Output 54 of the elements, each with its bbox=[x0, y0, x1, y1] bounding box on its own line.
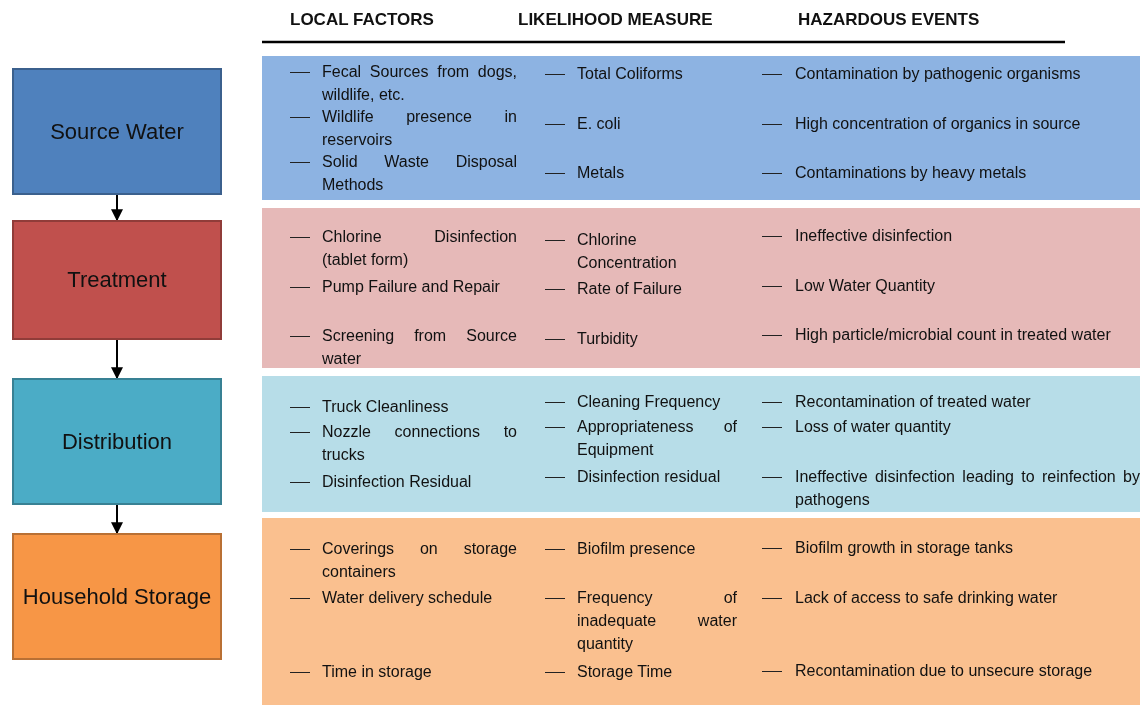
table-entry: Contamination by pathogenic organisms bbox=[795, 64, 1082, 84]
table-entry: Lack of access to safe drinking water bbox=[795, 588, 1059, 608]
table-entry: Metals bbox=[577, 163, 626, 183]
table-entry: Screening from Source water bbox=[322, 326, 517, 369]
table-entry: Solid Waste Disposal Methods bbox=[322, 152, 517, 195]
arrow bbox=[111, 194, 123, 222]
table-entry: Truck Cleanliness bbox=[322, 397, 450, 417]
table-entry: Contaminations by heavy metals bbox=[795, 163, 1028, 183]
stage-label: Treatment bbox=[67, 266, 167, 294]
table-entry: Turbidity bbox=[577, 329, 639, 349]
table-entry: Ineffective disinfection bbox=[795, 226, 954, 246]
stage-label: Source Water bbox=[50, 117, 184, 146]
table-entry: High concentration of organics in source bbox=[795, 114, 1082, 134]
stage-label: Distribution bbox=[61, 427, 172, 456]
table-row-panel bbox=[262, 518, 1140, 705]
table-row-panel bbox=[262, 208, 1140, 368]
table-entry: Rate of Failure bbox=[577, 279, 683, 299]
column-header: LOCAL FACTORS bbox=[290, 10, 434, 30]
column-header: HAZARDOUS EVENTS bbox=[798, 10, 980, 30]
table-entry: E. coli bbox=[577, 114, 622, 134]
table-entry: Pump Failure and Repair bbox=[322, 277, 501, 297]
table-entry: Appropriateness of Equipment bbox=[577, 417, 737, 460]
table-entry: Nozzle connections to trucks bbox=[322, 422, 517, 465]
table-entry: Wildlife presence in reservoirs bbox=[322, 107, 517, 150]
table-entry: Storage Time bbox=[577, 662, 674, 682]
table-entry: Disinfection Residual bbox=[322, 472, 473, 492]
column-header: LIKELIHOOD MEASURE bbox=[518, 10, 713, 30]
table-entry: Fecal Sources from dogs, wildlife, etc. bbox=[322, 62, 517, 105]
stage-box bbox=[12, 378, 222, 505]
table-entry: Time in storage bbox=[322, 662, 433, 682]
table-entry: Ineffective disinfection leading to reinfection by pathogens bbox=[795, 467, 1140, 510]
table-entry: Disinfection residual bbox=[577, 467, 722, 487]
table-row-panel bbox=[262, 56, 1140, 200]
table-entry: Coverings on storage containers bbox=[322, 539, 517, 582]
table-entry: Recontamination of treated water bbox=[795, 392, 1032, 412]
table-entry: Total Coliforms bbox=[577, 64, 684, 84]
table-entry: Biofilm presence bbox=[577, 539, 697, 559]
stage-label: Household Storage bbox=[22, 582, 212, 611]
stage-box bbox=[12, 220, 222, 340]
table-entry: Low Water Quantity bbox=[795, 276, 936, 296]
table-entry: Biofilm growth in storage tanks bbox=[795, 538, 1014, 558]
table-entry: Cleaning Frequency bbox=[577, 392, 722, 412]
stage-box bbox=[12, 533, 222, 660]
table-entry: Loss of water quantity bbox=[795, 417, 952, 437]
arrow bbox=[111, 339, 123, 380]
table-entry: Chlorine Concentration bbox=[577, 230, 678, 273]
stage-box bbox=[12, 68, 222, 195]
table-entry: Chlorine Disinfection (tablet form) bbox=[322, 227, 517, 270]
table-entry: Recontamination due to unsecure storage bbox=[795, 661, 1094, 681]
table-entry: Frequency of inadequate water quantity bbox=[577, 588, 737, 654]
table-entry: High particle/microbial count in treated water bbox=[795, 325, 1112, 345]
arrow bbox=[111, 504, 123, 535]
table-entry: Water delivery schedule bbox=[322, 588, 494, 608]
table-row-panel bbox=[262, 376, 1140, 512]
